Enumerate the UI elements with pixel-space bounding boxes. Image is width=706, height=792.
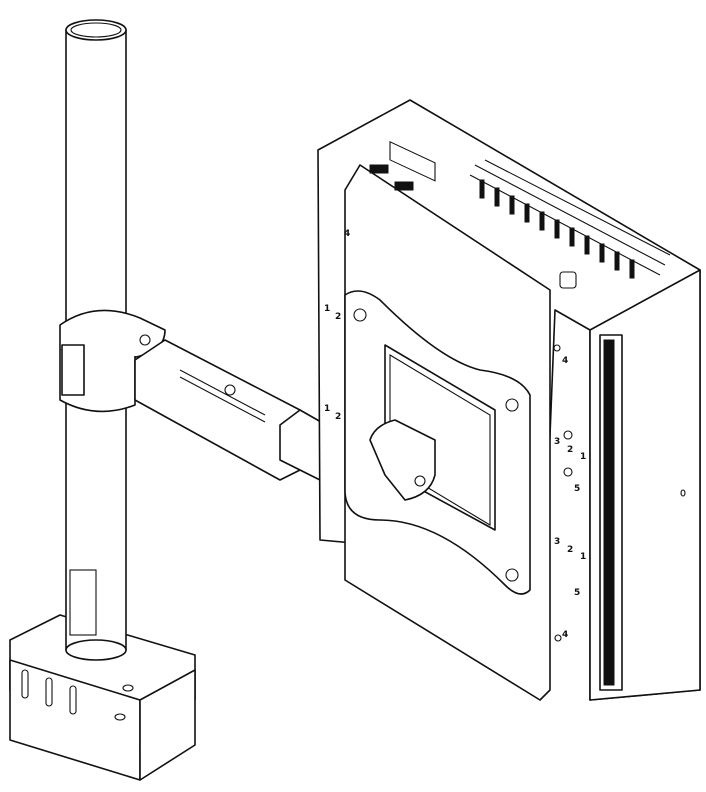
hole-label: 3 — [554, 437, 561, 447]
base-bracket — [9, 614, 196, 781]
hole-label: 2 — [567, 545, 574, 555]
hole-label: 1 — [324, 404, 331, 414]
hole-label: 1 — [580, 552, 587, 562]
hole-label: 1 — [324, 304, 331, 314]
hole-label: 1 — [580, 452, 587, 462]
hole-label: 2 — [335, 312, 342, 322]
hole-label: 2 — [567, 445, 574, 455]
hole-label: 2 — [335, 412, 342, 422]
hole-label: 4 — [562, 356, 569, 366]
hole-label: 4 — [344, 229, 351, 239]
hole-label: 4 — [562, 630, 569, 640]
hole-label: 5 — [574, 588, 581, 598]
hole-label: 5 — [574, 484, 581, 494]
power-button[interactable] — [559, 271, 577, 289]
pole-clamp — [59, 309, 166, 413]
heatsink-fins — [469, 159, 671, 279]
vesa-plate — [344, 290, 531, 595]
hole-label: 3 — [554, 537, 561, 547]
